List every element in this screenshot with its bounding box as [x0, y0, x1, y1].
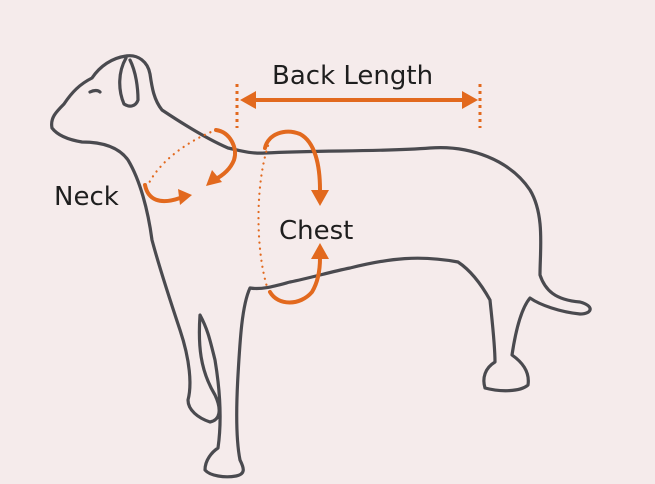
back-length-measure: Back Length	[235, 61, 482, 128]
chest-measure: Chest	[257, 129, 353, 305]
neck-label: Neck	[54, 182, 119, 212]
neck-arc-bottom	[143, 183, 182, 204]
back-length-label: Back Length	[272, 61, 433, 91]
neck-arrowhead-bottom	[178, 189, 192, 205]
chest-arc-bottom	[268, 256, 322, 305]
neck-arc-top	[212, 128, 237, 182]
back-length-right-arrowhead	[462, 91, 478, 109]
chest-arrowhead-bottom	[311, 243, 329, 259]
dog-silhouette	[50, 54, 592, 479]
chest-dotted-line	[257, 138, 272, 292]
chest-arrowhead-top	[311, 190, 329, 206]
dog-ear-outline	[118, 56, 140, 108]
chest-label: Chest	[279, 216, 353, 246]
back-length-left-arrowhead	[240, 91, 256, 109]
dog-body-outline	[50, 54, 592, 479]
dog-eye	[88, 88, 102, 94]
neck-arrowhead-top	[206, 170, 222, 186]
neck-measure: Neck	[54, 128, 237, 212]
chest-arc-top	[263, 129, 322, 192]
